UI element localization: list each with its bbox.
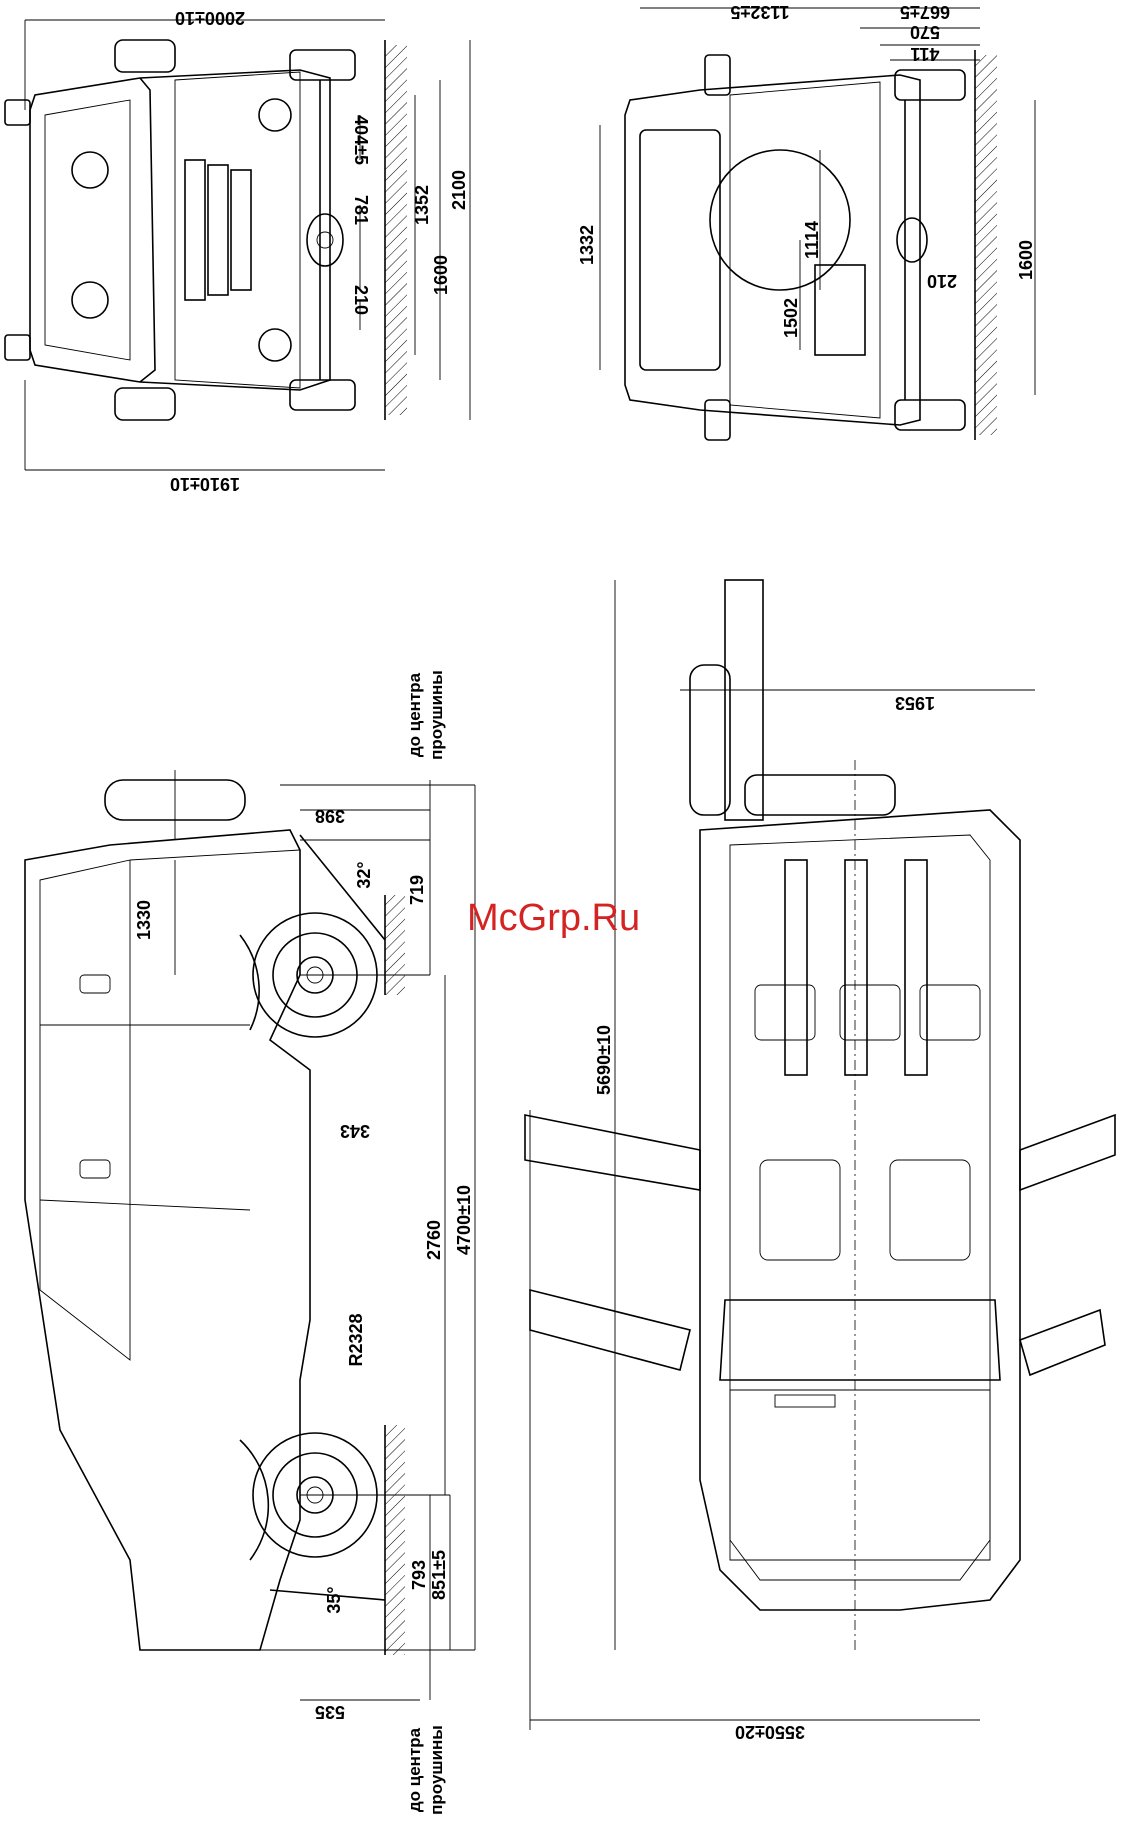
rear-body-height: 1332	[577, 225, 597, 265]
tow-eye-note-top-line1: до центра	[405, 672, 424, 757]
side-view	[25, 770, 475, 1700]
side-front-overhang-719: 719	[407, 875, 427, 905]
front-track-width: 1910±10	[170, 474, 240, 494]
side-dim-343: 343	[340, 1121, 370, 1141]
top-width-doors-open: 3550±20	[735, 1722, 805, 1742]
ground-hatch-front	[385, 45, 407, 415]
front-dim-404: 404±5	[351, 115, 371, 165]
top-length-with-doors: 5690±10	[594, 1025, 614, 1095]
front-body-height: 1352	[412, 185, 432, 225]
rear-dim-1132: 1132±5	[731, 2, 790, 22]
front-ground-clearance: 210	[351, 285, 371, 315]
ground-hatch-side-front	[385, 895, 405, 995]
ground-hatch-side-rear	[385, 1425, 405, 1655]
watermark: McGrp.Ru	[467, 897, 640, 939]
front-overall-width: 2000±10	[175, 8, 245, 28]
rear-dim-1502: 1502	[781, 298, 801, 338]
rear-dim-570: 570	[910, 22, 940, 42]
side-turning-radius: R2328	[346, 1313, 366, 1366]
rear-wheel-track: 1600	[1016, 240, 1036, 280]
front-height: 2100	[449, 170, 469, 210]
side-approach-angle: 32°	[354, 861, 374, 888]
side-height-1330: 1330	[134, 900, 154, 940]
side-overall-length: 4700±10	[454, 1185, 474, 1255]
rear-ground-clearance: 210	[927, 271, 957, 291]
front-dim-781: 781	[351, 195, 371, 225]
top-width-with-door: 1953	[895, 693, 935, 713]
front-view	[5, 20, 470, 470]
rear-spare-wheel-height: 1114	[802, 221, 822, 259]
tow-eye-note-top-line2: проушины	[427, 670, 446, 760]
tow-eye-note-bottom-line1: до центра	[405, 1727, 424, 1812]
side-dim-851: 851±5	[429, 1550, 449, 1600]
front-wheel-track: 1600	[431, 255, 451, 295]
side-rear-overhang-793: 793	[409, 1560, 429, 1590]
rear-dim-411: 411	[910, 44, 939, 64]
top-view	[525, 580, 1115, 1730]
tow-eye-note-bottom-line2: проушины	[427, 1725, 446, 1815]
side-rear-dim-535: 535	[315, 1702, 345, 1722]
ground-hatch-rear	[975, 55, 997, 435]
rear-dim-667: 667±5	[900, 2, 950, 22]
side-front-overhang-398: 398	[315, 806, 345, 826]
side-departure-angle: 35°	[324, 1586, 344, 1613]
side-wheelbase: 2760	[424, 1220, 444, 1260]
